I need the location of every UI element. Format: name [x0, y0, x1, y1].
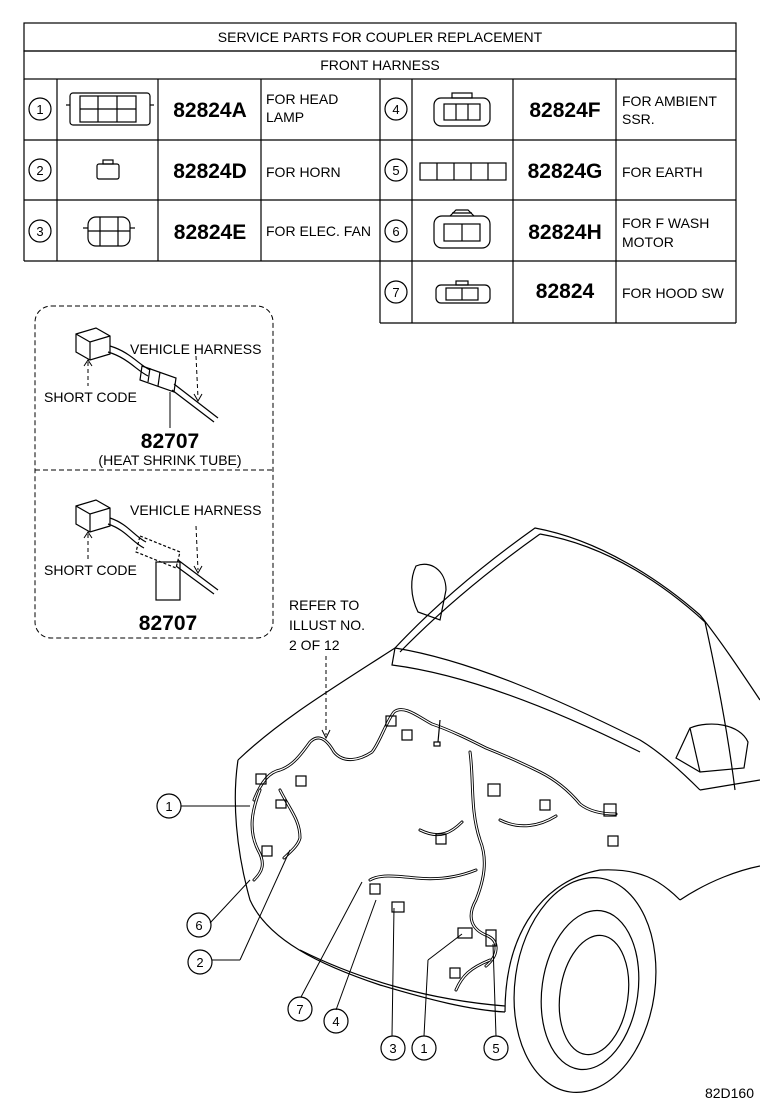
callout: 4 — [323, 899, 377, 1034]
part-number: 82824F — [529, 99, 600, 122]
vehicle-harness-label: VEHICLE HARNESS — [130, 502, 261, 518]
table-row: 4 82824F FOR AMBIENT SSR. — [384, 92, 717, 127]
row-number: 3 — [36, 224, 43, 239]
callout: 5 — [483, 943, 509, 1061]
part-number: 82824A — [173, 99, 247, 122]
part-number: 82824E — [174, 221, 246, 244]
table-row: 7 82824 FOR HOOD SW — [384, 280, 725, 304]
short-code-connector-illustration — [75, 499, 219, 601]
callout: 1 — [411, 933, 463, 1061]
part-desc: FOR F WASH — [622, 215, 709, 231]
svg-text:1: 1 — [165, 799, 172, 814]
table-subtitle: FRONT HARNESS — [320, 57, 440, 73]
callouts: 1 6 2 7 4 3 — [156, 793, 509, 1061]
row-number: 1 — [36, 102, 43, 117]
part-desc: FOR AMBIENT — [622, 93, 717, 109]
parts-table: SERVICE PARTS FOR COUPLER REPLACEMENT FR… — [23, 22, 737, 324]
short-code-label: SHORT CODE — [44, 389, 137, 405]
svg-text:2: 2 — [196, 955, 203, 970]
table-row: 3 82824E FOR ELEC. FAN — [28, 216, 371, 247]
arrow-icon — [193, 565, 203, 575]
leader-line — [195, 355, 199, 399]
heat-shrink-note: (HEAT SHRINK TUBE) — [98, 452, 241, 468]
illustration-code: 82D160 — [705, 1085, 754, 1101]
heat-shrink-inset: VEHICLE HARNESS SHORT CODE 82707 (HEAT S… — [34, 305, 274, 639]
svg-text:5: 5 — [492, 1041, 499, 1056]
svg-text:4: 4 — [332, 1014, 339, 1029]
part-number: 82824D — [173, 160, 247, 183]
table-row: 1 82824A FOR HEAD LAMP — [28, 91, 338, 126]
part-desc: FOR HEAD — [266, 91, 338, 107]
short-code-connector-illustration — [75, 327, 219, 423]
part-number: 82707 — [141, 430, 199, 453]
row-number: 2 — [36, 163, 43, 178]
row-number: 6 — [392, 224, 399, 239]
callout: 6 — [186, 879, 251, 938]
svg-text:6: 6 — [195, 918, 202, 933]
part-desc: FOR HOOD SW — [622, 285, 725, 301]
part-desc: FOR ELEC. FAN — [266, 223, 371, 239]
svg-text:1: 1 — [420, 1041, 427, 1056]
front-harness-illustration — [250, 708, 619, 992]
arrow-icon — [193, 393, 203, 403]
horn-coupler-icon — [96, 159, 120, 180]
leader-line — [195, 525, 199, 571]
arrow-icon — [83, 359, 93, 367]
arrow-icon — [83, 531, 93, 539]
part-desc: FOR HORN — [266, 164, 341, 180]
car-front-illustration — [234, 527, 760, 1093]
table-row: 2 82824D FOR HORN — [28, 158, 341, 183]
table-row: 6 82824H FOR F WASH MOTOR — [384, 209, 709, 250]
hood-switch-coupler-icon — [435, 280, 491, 304]
part-desc: FOR EARTH — [622, 164, 703, 180]
earth-coupler-icon — [419, 162, 507, 181]
svg-text:7: 7 — [296, 1002, 303, 1017]
headlamp-coupler-icon — [66, 92, 154, 126]
svg-text:ILLUST NO.: ILLUST NO. — [289, 617, 365, 633]
ambient-sensor-coupler-icon — [433, 92, 491, 127]
callout: 2 — [187, 849, 291, 975]
refer-note: REFER TO ILLUST NO. 2 OF 12 — [289, 597, 365, 740]
washer-motor-coupler-icon — [433, 209, 491, 249]
svg-text:REFER TO: REFER TO — [289, 597, 359, 613]
row-number: 7 — [392, 285, 399, 300]
part-number: 82824 — [536, 280, 595, 303]
vehicle-harness-label: VEHICLE HARNESS — [130, 341, 261, 357]
callout: 1 — [156, 793, 250, 819]
table-row: 5 82824G FOR EARTH — [384, 158, 703, 183]
part-desc: LAMP — [266, 109, 304, 125]
table-title: SERVICE PARTS FOR COUPLER REPLACEMENT — [218, 29, 543, 45]
callout: 3 — [380, 907, 406, 1061]
part-number: 82824H — [528, 221, 602, 244]
part-desc: MOTOR — [622, 234, 674, 250]
callout: 7 — [287, 881, 363, 1022]
fan-coupler-icon — [83, 216, 135, 247]
part-desc: SSR. — [622, 111, 655, 127]
svg-text:2 OF 12: 2 OF 12 — [289, 637, 340, 653]
part-number: 82824G — [528, 160, 603, 183]
row-number: 5 — [392, 163, 399, 178]
svg-text:3: 3 — [389, 1041, 396, 1056]
short-code-label: SHORT CODE — [44, 562, 137, 578]
row-number: 4 — [392, 102, 399, 117]
part-number: 82707 — [139, 612, 197, 635]
